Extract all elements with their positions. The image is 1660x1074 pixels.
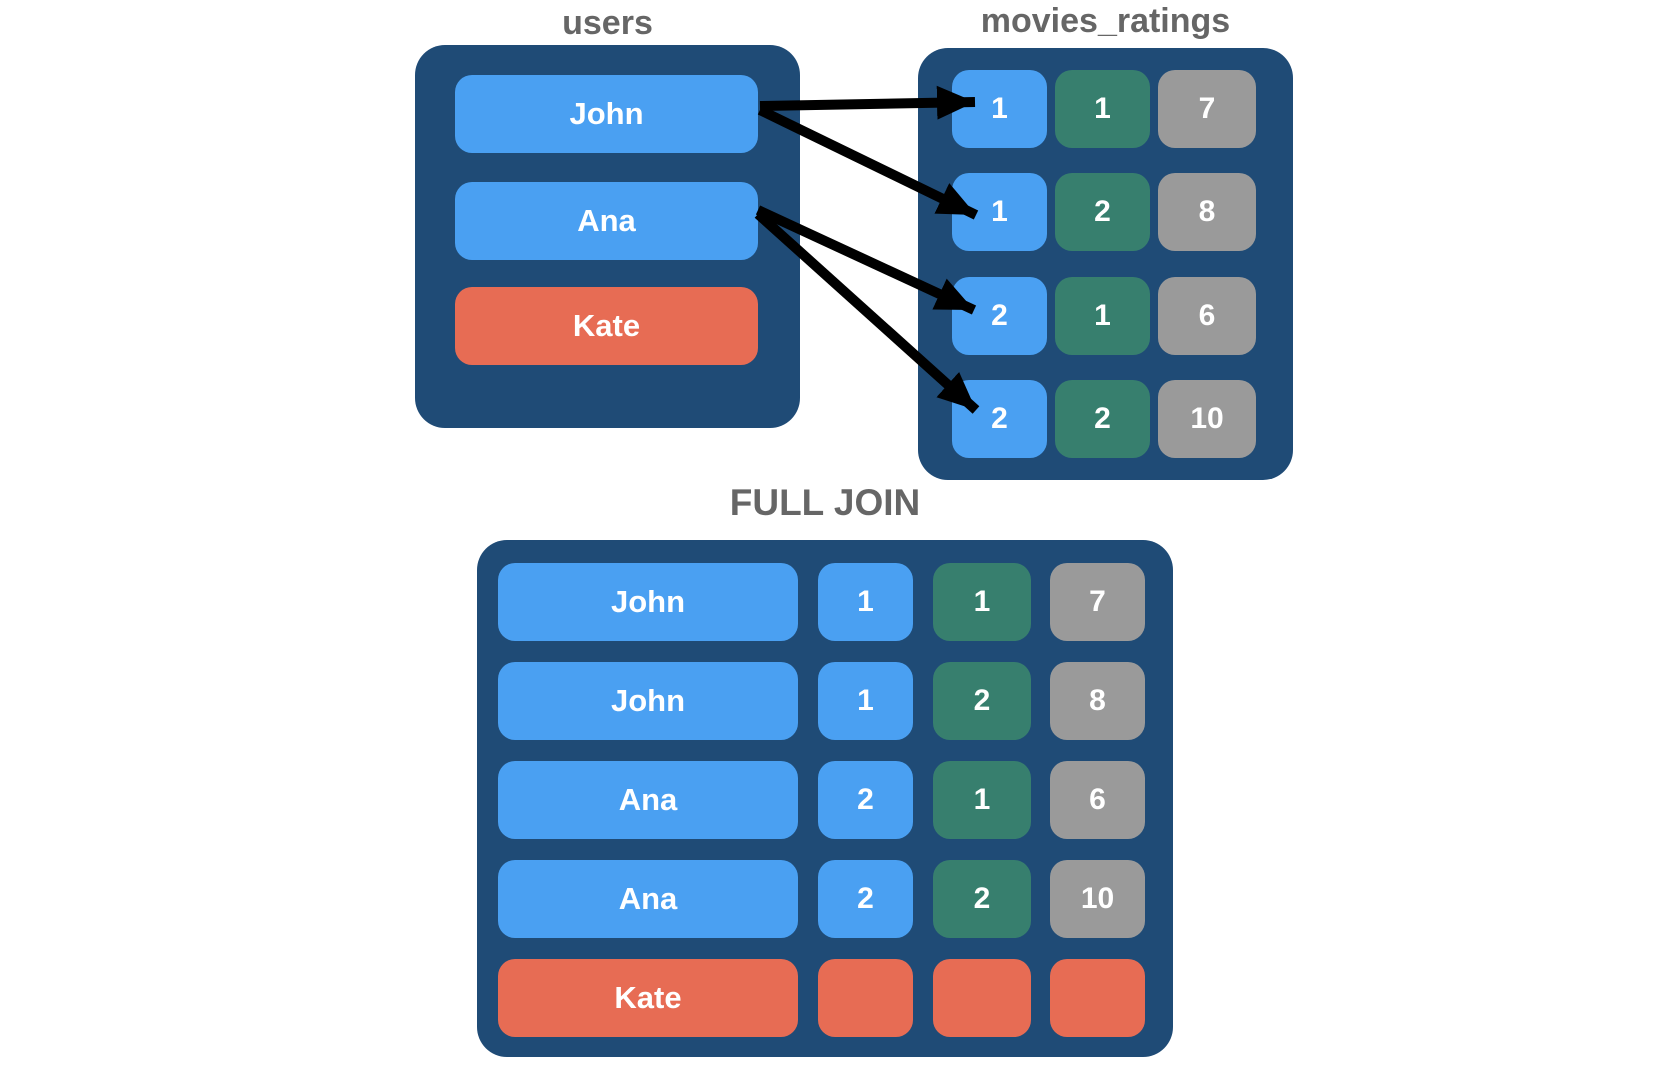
user-id-cell: 2: [818, 761, 913, 839]
movies-ratings-table: 1 1 7 1 2 8 2 1 6 2 2 10: [918, 48, 1293, 480]
rating-cell-null: [1050, 959, 1145, 1037]
user-id-cell: 2: [952, 277, 1047, 355]
user-id-cell: 1: [952, 70, 1047, 148]
rating-cell: 10: [1050, 860, 1145, 938]
movies-ratings-row: 1 1 7: [952, 70, 1256, 148]
movies-ratings-row: 2 2 10: [952, 380, 1256, 458]
user-row-john: John: [455, 75, 758, 153]
user-id-cell: 1: [818, 662, 913, 740]
user-id-cell: 2: [818, 860, 913, 938]
movie-id-cell: 2: [933, 662, 1031, 740]
user-id-cell: 1: [818, 563, 913, 641]
movie-id-cell: 2: [1055, 380, 1150, 458]
user-row-ana: Ana: [455, 182, 758, 260]
rating-cell: 6: [1050, 761, 1145, 839]
rating-cell: 6: [1158, 277, 1256, 355]
full-join-row: John 1 2 8: [498, 662, 1145, 740]
movies-ratings-table-title: movies_ratings: [980, 2, 1231, 40]
full-join-row: Ana 2 1 6: [498, 761, 1145, 839]
movie-id-cell: 2: [1055, 173, 1150, 251]
full-join-result-table: John 1 1 7 John 1 2 8 Ana 2 1 6 Ana 2 2 …: [477, 540, 1173, 1057]
full-join-row: Ana 2 2 10: [498, 860, 1145, 938]
rating-cell: 7: [1050, 563, 1145, 641]
rating-cell: 8: [1050, 662, 1145, 740]
movie-id-cell: 1: [933, 761, 1031, 839]
rating-cell: 7: [1158, 70, 1256, 148]
movie-id-cell: 1: [1055, 70, 1150, 148]
movies-ratings-row: 2 1 6: [952, 277, 1256, 355]
movie-id-cell: 2: [933, 860, 1031, 938]
name-cell: John: [498, 662, 798, 740]
name-cell: Ana: [498, 761, 798, 839]
movies-ratings-row: 1 2 8: [952, 173, 1256, 251]
name-cell: Ana: [498, 860, 798, 938]
full-join-row: Kate: [498, 959, 1145, 1037]
movie-id-cell-null: [933, 959, 1031, 1037]
user-id-cell: 2: [952, 380, 1047, 458]
users-table-title: users: [562, 4, 653, 42]
user-row-kate: Kate: [455, 287, 758, 365]
full-join-title: FULL JOIN: [729, 482, 921, 523]
name-cell: Kate: [498, 959, 798, 1037]
user-id-cell-null: [818, 959, 913, 1037]
rating-cell: 10: [1158, 380, 1256, 458]
name-cell: John: [498, 563, 798, 641]
users-table: John Ana Kate: [415, 45, 800, 428]
full-join-row: John 1 1 7: [498, 563, 1145, 641]
movie-id-cell: 1: [1055, 277, 1150, 355]
movie-id-cell: 1: [933, 563, 1031, 641]
user-id-cell: 1: [952, 173, 1047, 251]
rating-cell: 8: [1158, 173, 1256, 251]
